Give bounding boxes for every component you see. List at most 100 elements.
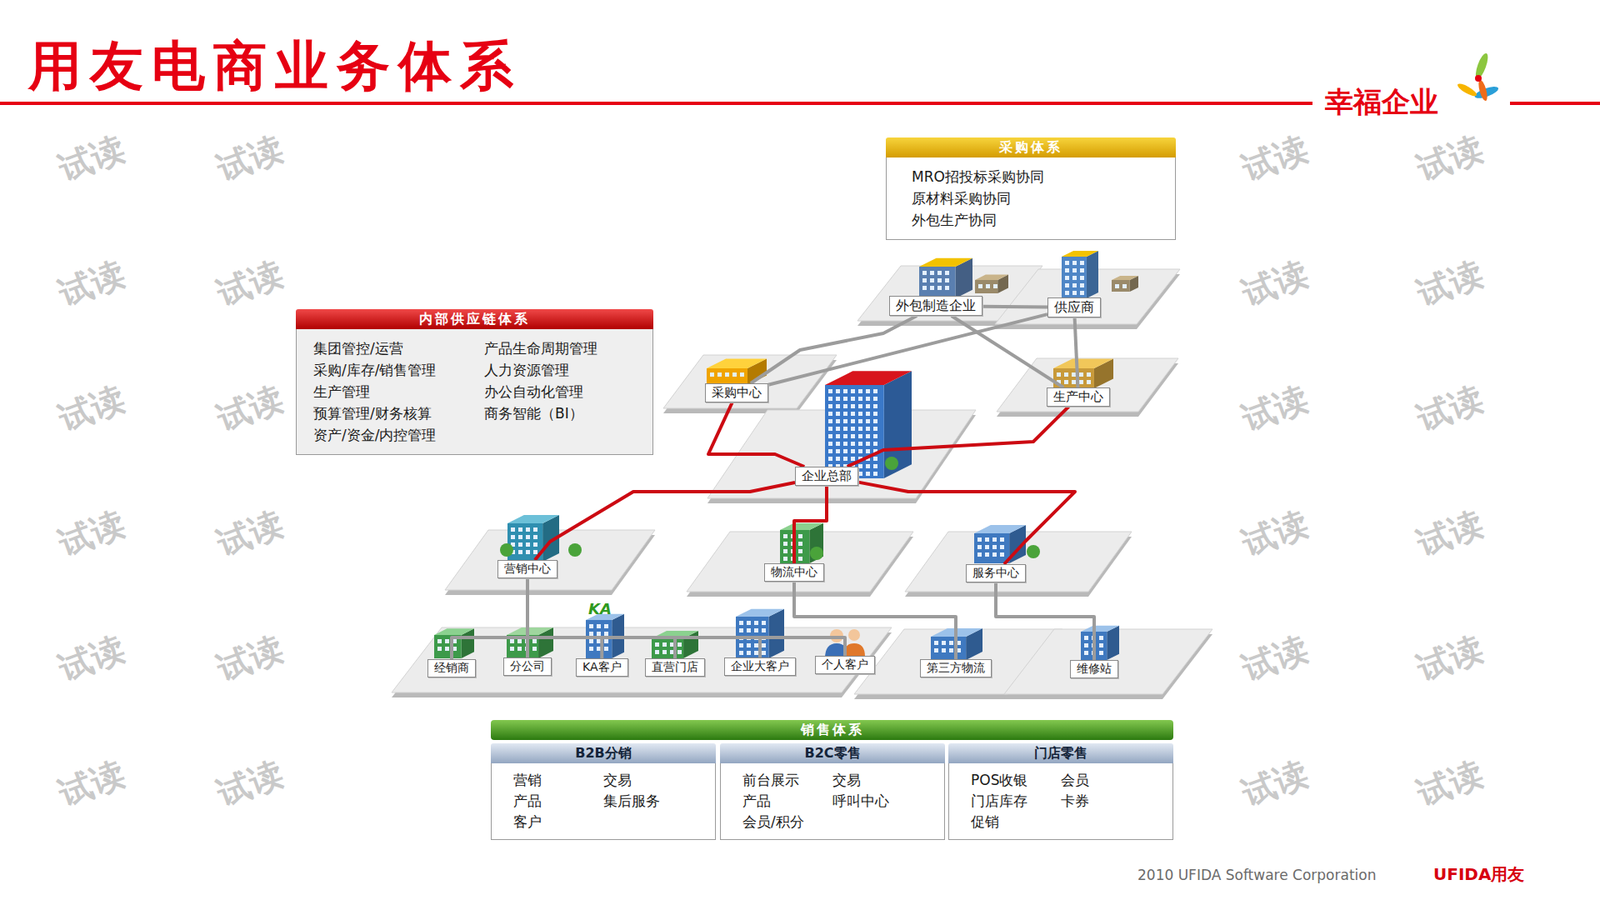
site-label: 企业总部 bbox=[795, 466, 859, 486]
ground-tile bbox=[996, 358, 1179, 412]
watermark: 试读 bbox=[213, 631, 288, 686]
panel-item: 预算管理/财务核算 bbox=[313, 402, 485, 425]
hq-link bbox=[858, 482, 1075, 565]
site-label: 第三方物流 bbox=[920, 659, 992, 678]
watermark: 试读 bbox=[1413, 631, 1488, 686]
site-name: 服务中心 bbox=[972, 565, 1020, 580]
logo-text: 幸福企业 bbox=[1325, 86, 1439, 118]
panel-body: MRO招投标采购协同原材料采购协同外包生产协同 bbox=[885, 157, 1176, 240]
panel-heading: 门店零售 bbox=[948, 743, 1174, 764]
site-label: 个人客户 bbox=[815, 655, 875, 675]
watermark: 试读 bbox=[55, 756, 130, 811]
system-band: 销售体系B2B分销营销交易产品集后服务客户B2C零售前台展示交易产品呼叫中心会员… bbox=[490, 720, 1174, 840]
site-link bbox=[995, 582, 1095, 661]
site-label: 服务中心 bbox=[965, 564, 1026, 583]
panel-item: 产品 bbox=[513, 790, 604, 812]
panel-item: 产品生命周期管理 bbox=[484, 337, 636, 360]
tree-icon bbox=[1026, 545, 1040, 559]
hq-link bbox=[708, 402, 805, 467]
header-rule bbox=[0, 101, 1313, 105]
header-rule bbox=[1510, 101, 1600, 105]
site-name: 采购中心 bbox=[711, 385, 762, 400]
watermark: 试读 bbox=[55, 256, 130, 311]
site-label: 经销商 bbox=[427, 659, 476, 678]
panel-item: 营销 bbox=[513, 770, 604, 791]
watermark: 试读 bbox=[1238, 131, 1313, 186]
panel-item: 客户 bbox=[513, 811, 604, 833]
site-name: 分公司 bbox=[510, 659, 545, 673]
watermark: 试读 bbox=[213, 256, 288, 311]
watermark: 试读 bbox=[1413, 756, 1488, 811]
panel-item: 商务智能（BI） bbox=[484, 402, 636, 425]
panel-item: 生产管理 bbox=[313, 380, 485, 403]
panel-heading: B2C零售 bbox=[720, 743, 945, 764]
panel-item: 门店库存 bbox=[970, 790, 1061, 812]
watermark: 试读 bbox=[55, 631, 130, 686]
panel-item: 资产/资金/内控管理 bbox=[313, 424, 485, 446]
panel-body: 前台展示交易产品呼叫中心会员/积分 bbox=[720, 763, 945, 840]
site-name: 生产中心 bbox=[1053, 389, 1104, 405]
watermark: 试读 bbox=[1238, 506, 1313, 561]
system-panel: 采购体系MRO招投标采购协同原材料采购协同外包生产协同 bbox=[885, 137, 1176, 240]
site-label: KA客户 bbox=[575, 658, 629, 677]
site-label: 维修站 bbox=[1070, 660, 1119, 679]
logo-star bbox=[1455, 51, 1500, 102]
page-title: 用友电商业务体系 bbox=[28, 38, 522, 95]
panel-body: 营销交易产品集后服务客户 bbox=[490, 763, 716, 840]
system-panel: 内部供应链体系集团管控/运营产品生命周期管理采购/库存/销售管理人力资源管理生产… bbox=[295, 309, 654, 455]
site-link bbox=[527, 578, 602, 660]
panel-item: MRO招投标采购协同 bbox=[911, 165, 1150, 188]
site-label: 直营门店 bbox=[645, 658, 705, 677]
panel-item: 集团管控/运营 bbox=[313, 337, 485, 360]
panel-item: 产品 bbox=[742, 790, 833, 812]
site-label: 生产中心 bbox=[1046, 387, 1110, 407]
site-name: KA客户 bbox=[582, 660, 622, 674]
site-name: 物流中心 bbox=[770, 565, 818, 579]
site-name: 直营门店 bbox=[651, 660, 699, 674]
panel-body: POS收银会员门店库存卡券促销 bbox=[948, 763, 1174, 840]
watermark: 试读 bbox=[1238, 381, 1313, 436]
site-label: 外包制造企业 bbox=[889, 295, 983, 316]
panel-heading: B2B分销 bbox=[490, 743, 716, 764]
watermark: 试读 bbox=[1238, 256, 1313, 311]
building-icon bbox=[1053, 358, 1114, 389]
watermark: 试读 bbox=[1413, 256, 1488, 311]
hq-link bbox=[847, 406, 1070, 467]
site-name: 企业总部 bbox=[801, 468, 852, 484]
channel-panel: 门店零售POS收银会员门店库存卡券促销 bbox=[948, 743, 1174, 840]
site-link bbox=[982, 305, 1048, 310]
site-name: 外包制造企业 bbox=[895, 297, 976, 314]
watermark: 试读 bbox=[1238, 631, 1313, 686]
panel-item: 促销 bbox=[970, 811, 1061, 833]
panel-item: 集后服务 bbox=[603, 790, 694, 812]
site-label: 营销中心 bbox=[497, 560, 558, 579]
panel-item: 采购/库存/销售管理 bbox=[313, 359, 485, 381]
site-link bbox=[951, 315, 1064, 388]
panel-item: 交易 bbox=[603, 770, 694, 791]
watermark: 试读 bbox=[1413, 506, 1488, 561]
site-label: 分公司 bbox=[503, 657, 552, 676]
sign-text: KA bbox=[588, 601, 612, 617]
site-label: 供应商 bbox=[1047, 297, 1101, 318]
watermark: 试读 bbox=[1413, 381, 1488, 436]
panel-item: 交易 bbox=[832, 770, 923, 791]
panel-heading: 销售体系 bbox=[490, 720, 1174, 740]
building-icon bbox=[1061, 250, 1099, 299]
footer-text: 2010 UFIDA Software Corporation bbox=[1137, 866, 1377, 884]
building-icon bbox=[975, 275, 1009, 294]
building-icon bbox=[1080, 625, 1120, 660]
building-icon bbox=[434, 628, 475, 659]
panel-item: 卡券 bbox=[1060, 790, 1151, 812]
site-link bbox=[527, 578, 675, 660]
hq-link bbox=[535, 482, 795, 560]
site-link bbox=[768, 314, 1048, 385]
building-icon bbox=[825, 370, 912, 479]
hq-link bbox=[794, 485, 827, 564]
watermark: 试读 bbox=[55, 381, 130, 436]
tree-icon bbox=[568, 543, 582, 557]
panel-item: 呼叫中心 bbox=[832, 790, 923, 812]
channel-panel: B2B分销营销交易产品集后服务客户 bbox=[490, 743, 716, 840]
tree-icon bbox=[885, 456, 899, 470]
panel-item: 原材料采购协同 bbox=[911, 187, 1150, 210]
site-name: 营销中心 bbox=[504, 561, 551, 575]
